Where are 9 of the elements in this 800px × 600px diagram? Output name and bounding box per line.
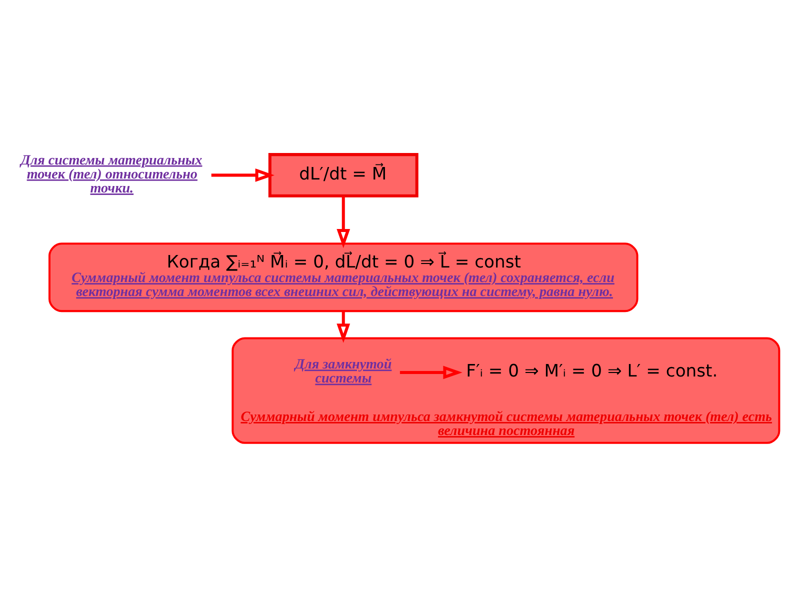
node-box: Когда ∑ᵢ₌₁ᴺ M⃗ᵢ = 0, dL⃗/dt = 0 ⇒ L⃗ = const Суммарный момент импульса системы материальных точек (тел) сохраняется, если векторная сумма моментов всех внешних сил, действующих на систему, равна нулю. [48, 242, 638, 312]
node-text: Для замкнутой системы [295, 356, 392, 386]
arrow [211, 168, 274, 182]
arrow [336, 195, 350, 248]
arrow [336, 310, 350, 342]
node-text: F′ᵢ = 0 ⇒ M′ᵢ = 0 ⇒ L′ = const. [466, 361, 718, 382]
node-text: Для системы материальных точек (тел) относительно точки. [20, 152, 202, 196]
arrow [400, 365, 462, 379]
node-box: dL′/dt = M⃗ [268, 152, 418, 197]
